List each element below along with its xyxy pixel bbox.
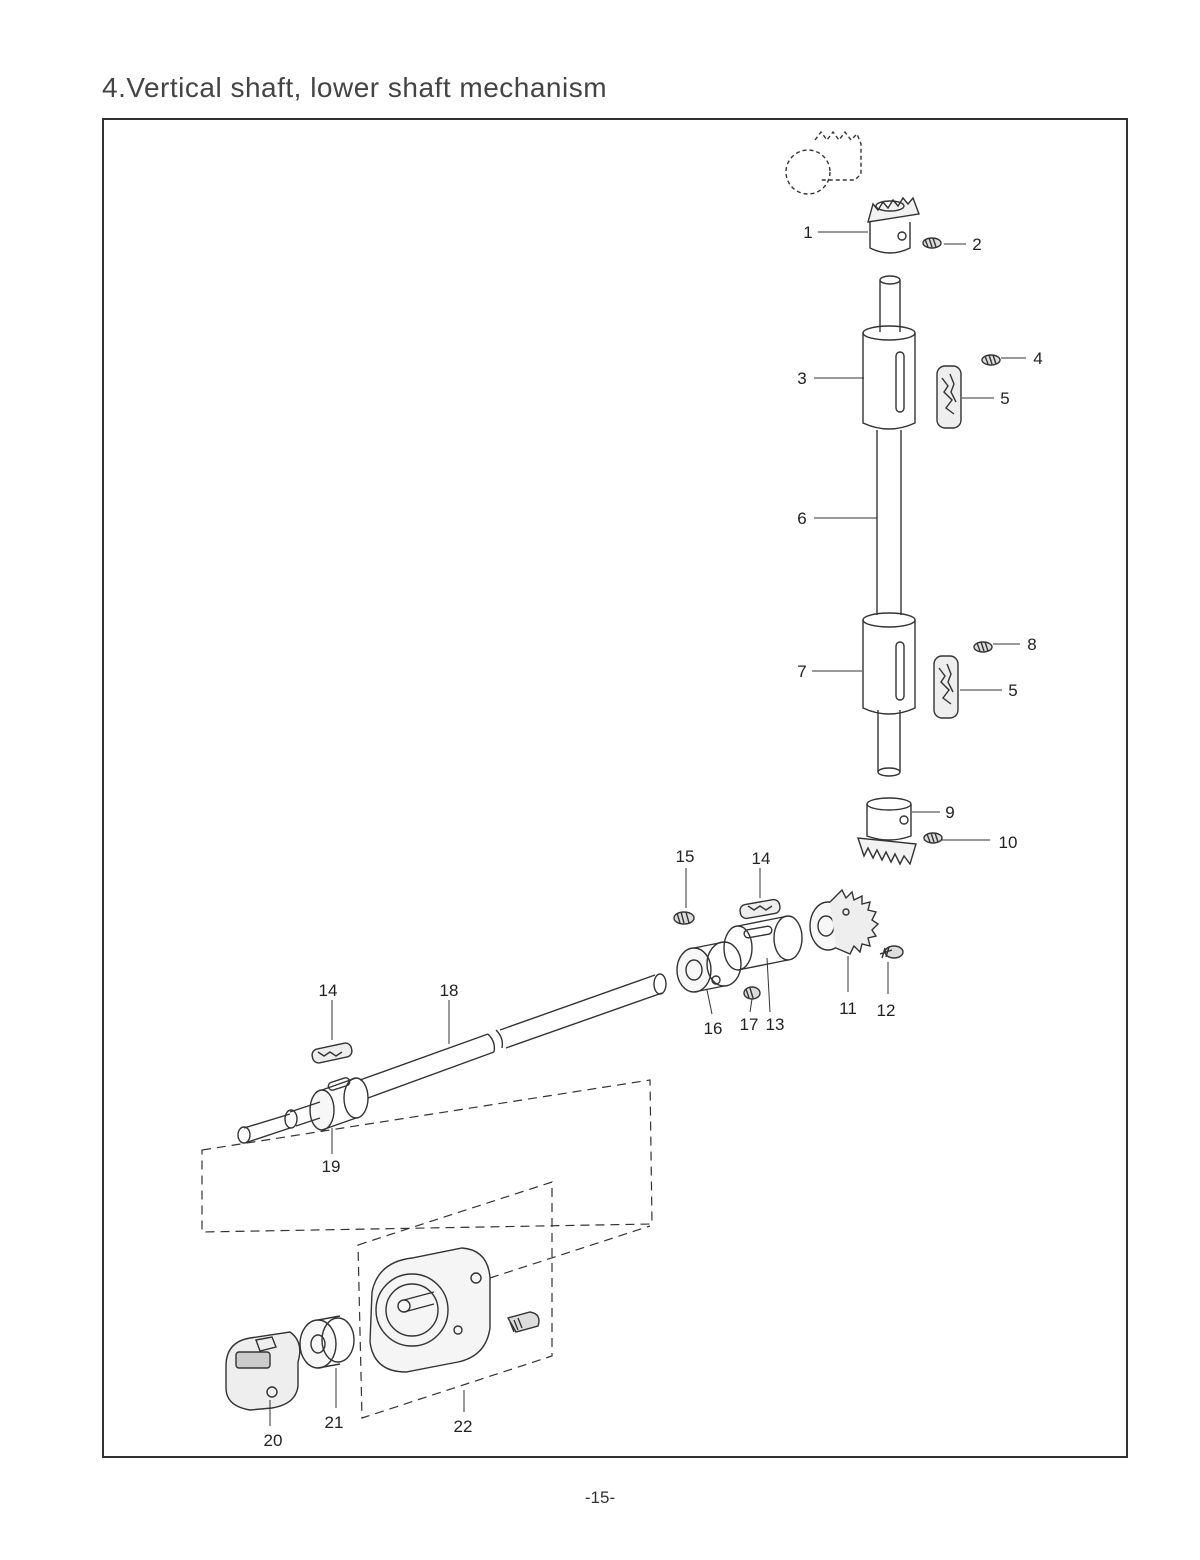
label-part-5-upper: 5: [1000, 389, 1009, 408]
label-part-14-left: 14: [319, 981, 338, 1000]
part-22-hook-screw: [508, 1312, 539, 1332]
label-part-16: 16: [704, 1019, 723, 1038]
part-18-lower-shaft: [360, 974, 666, 1098]
label-part-2: 2: [972, 235, 981, 254]
part-2-set-screw: [923, 238, 941, 248]
label-part-19: 19: [322, 1157, 341, 1176]
label-part-18: 18: [440, 981, 459, 1000]
part-22-rotary-hook: [370, 1248, 490, 1372]
label-part-3: 3: [797, 369, 806, 388]
part-8-set-screw: [974, 642, 992, 652]
label-part-13: 13: [766, 1015, 785, 1034]
label-part-7: 7: [797, 662, 806, 681]
part-4-set-screw: [982, 355, 1000, 365]
part-12-set-screw: [880, 946, 903, 958]
part-11-bevel-gear: [810, 890, 878, 954]
label-part-8: 8: [1027, 635, 1036, 654]
label-part-17: 17: [740, 1015, 759, 1034]
label-part-10: 10: [999, 833, 1018, 852]
label-part-14-right: 14: [752, 849, 771, 868]
label-part-12: 12: [877, 1001, 896, 1020]
part-15-set-screw: [674, 912, 694, 924]
label-part-1: 1: [803, 223, 812, 242]
part-13-coupling: [724, 916, 802, 970]
part-1-bevel-gear: [868, 198, 919, 253]
label-part-5-lower: 5: [1008, 681, 1017, 700]
part-21-bobbin: [300, 1316, 354, 1368]
label-part-22: 22: [454, 1417, 473, 1436]
label-part-11: 11: [839, 999, 857, 1018]
part-17-set-screw: [744, 987, 760, 999]
page-number: -15-: [0, 1488, 1200, 1508]
part-20-bobbin-case: [226, 1332, 300, 1410]
label-part-9: 9: [945, 803, 954, 822]
reference-gear-outline: [786, 132, 861, 194]
label-part-4: 4: [1033, 349, 1042, 368]
leader-lines: [270, 232, 1026, 1426]
part-7-lower-coupling: [863, 613, 915, 714]
part-9-bevel-gear: [858, 798, 916, 864]
part-10-set-screw: [924, 833, 942, 843]
part-5-key-upper: [937, 366, 961, 428]
part-6-vertical-shaft: [877, 276, 901, 776]
label-part-6: 6: [797, 509, 806, 528]
part-3-upper-coupling: [863, 326, 915, 429]
label-part-21: 21: [325, 1413, 344, 1432]
label-part-15: 15: [676, 847, 695, 866]
part-19-shaft-end-collar: [238, 1077, 368, 1143]
part-14-key-right: [739, 899, 781, 920]
part-14-key-left: [311, 1042, 353, 1064]
label-part-20: 20: [264, 1431, 283, 1450]
part-5-key-lower: [934, 656, 958, 718]
